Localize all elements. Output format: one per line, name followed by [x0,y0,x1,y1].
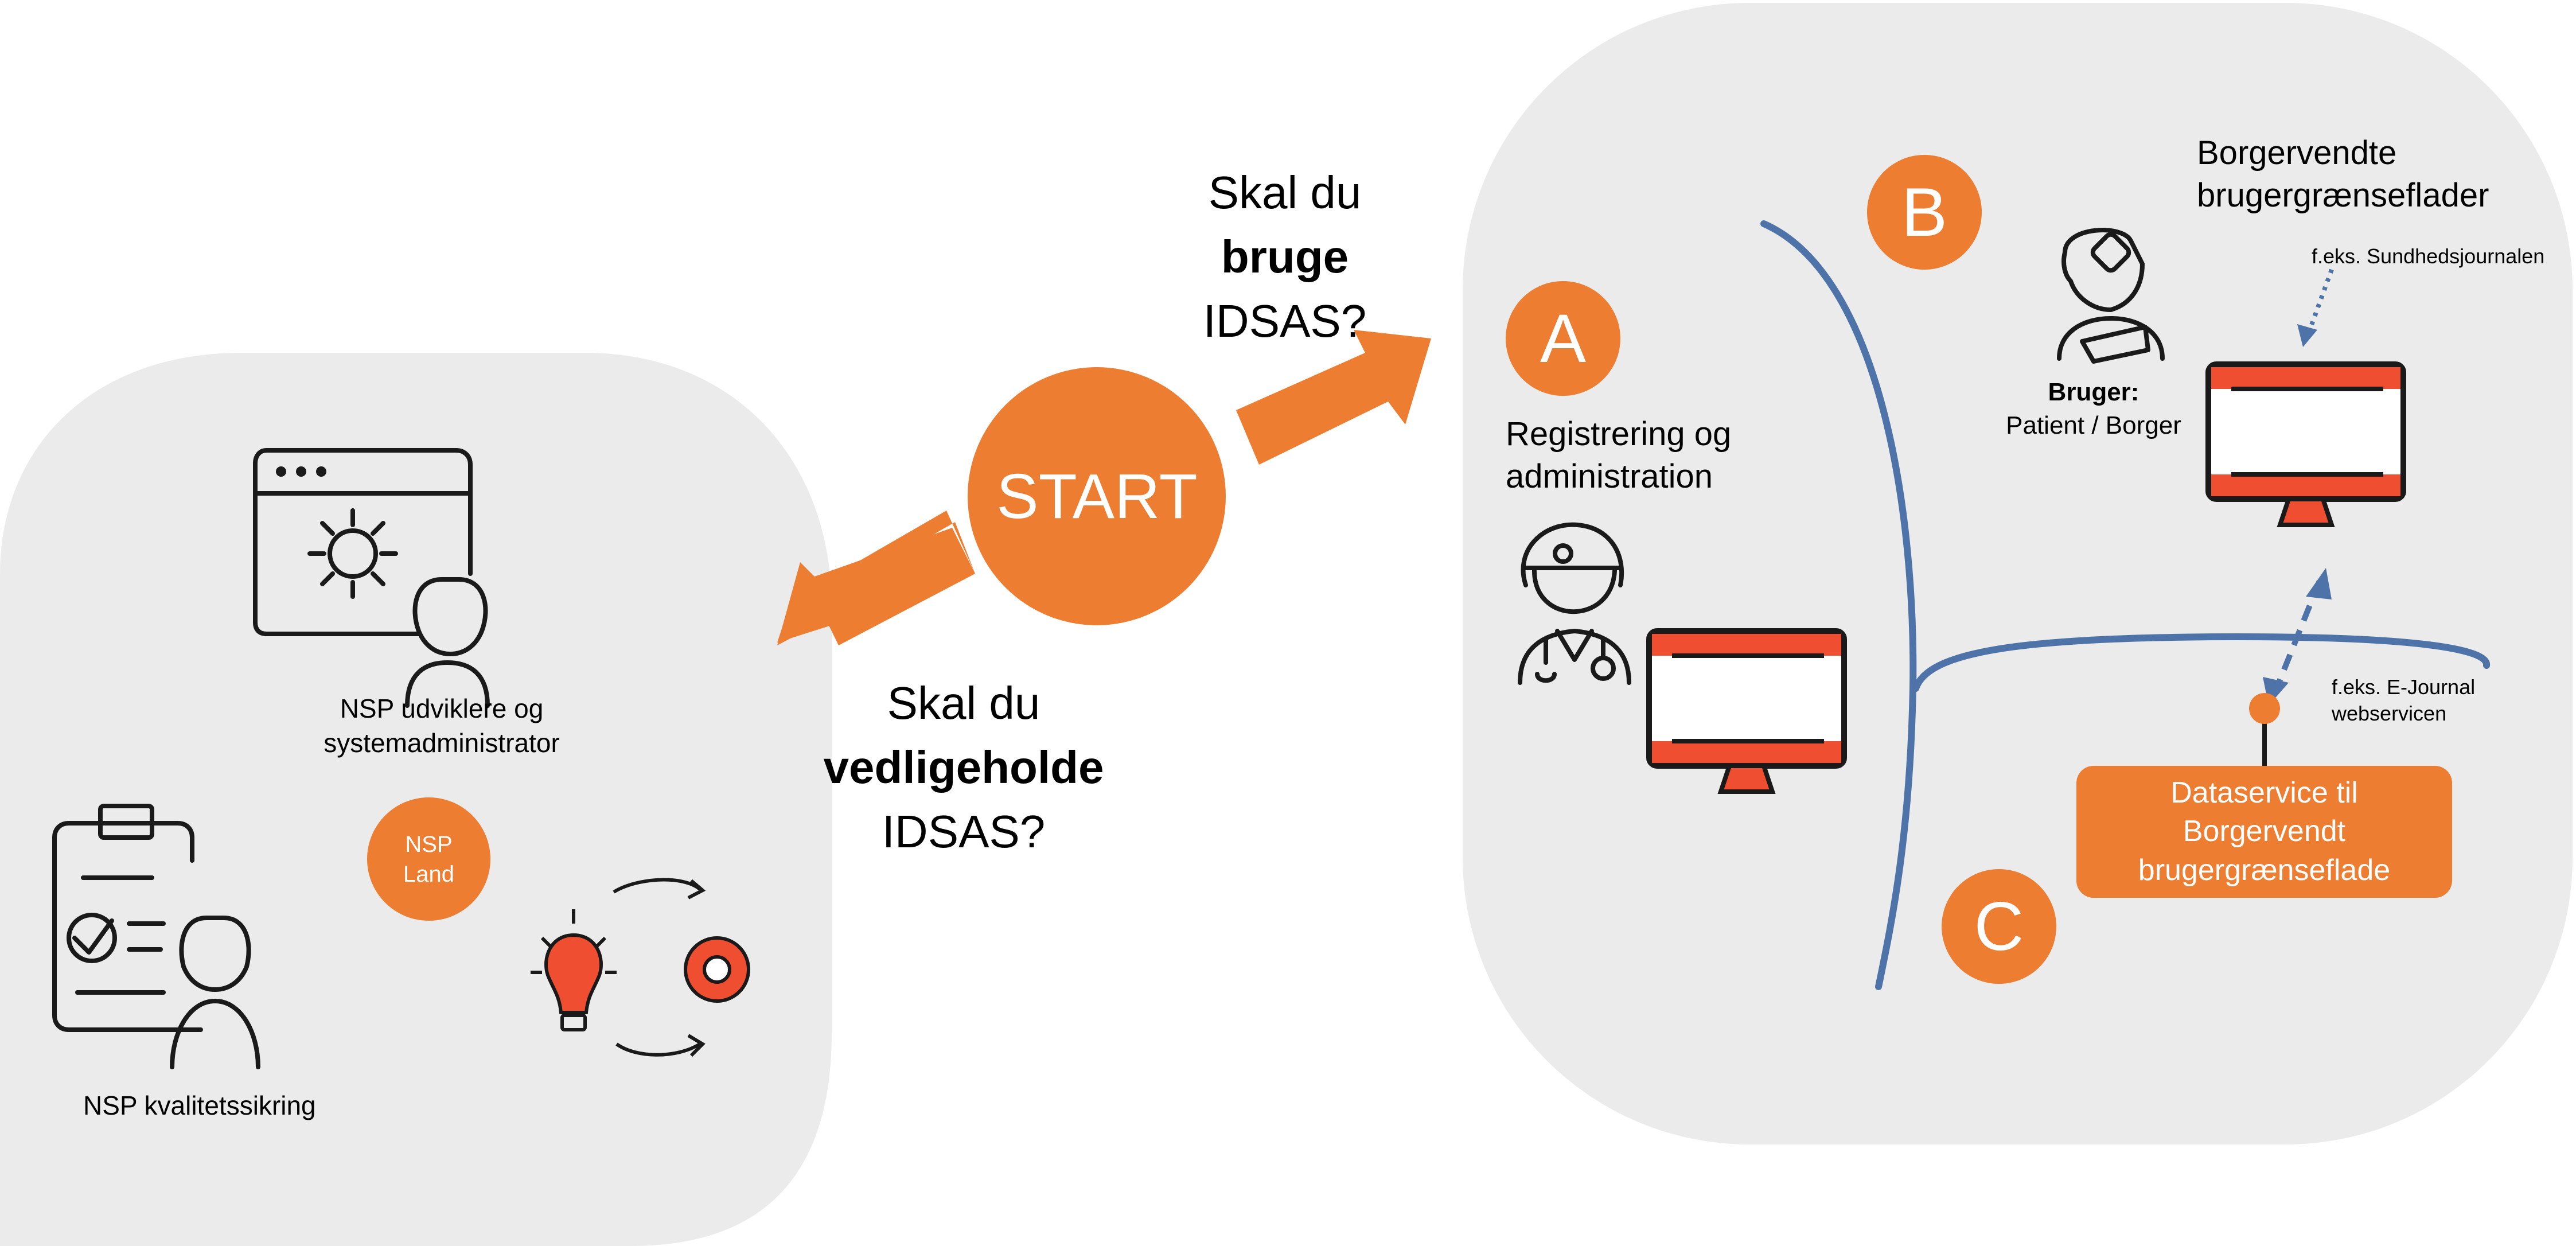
registration-label: Registrering og administration [1506,413,1731,498]
question-maintain-line3: IDSAS? [882,806,1046,857]
registration-line2: administration [1506,458,1713,495]
service-dot [2249,693,2280,724]
lightbulb-gear-cycle-icon [531,878,750,1057]
question-maintain-line2: vedligeholde [823,742,1104,793]
user-role: Patient / Borger [2006,411,2181,439]
question-use-line1: Skal du [1208,167,1362,218]
developers-label: NSP udviklere og systemadministrator [275,691,608,760]
patient-icon [2057,228,2165,364]
citizen-ui-label: Borgervendte brugergrænseflader [2197,132,2489,217]
monitor-icon [1646,628,1847,794]
example-ejournal: f.eks. E-Journal webservicen [2332,674,2475,727]
dataservice-line2: Borgervendt [2183,815,2346,848]
citizen-ui-line1: Borgervendte [2197,134,2397,172]
start-circle [968,367,1226,625]
question-maintain-line1: Skal du [887,677,1040,729]
quality-label: NSP kvalitetssikring [83,1091,316,1120]
arrow-maintain [777,511,975,645]
developers-label-line2: systemadministrator [324,728,560,758]
example-ejournal-line2: webservicen [2332,702,2447,725]
example-ejournal-line1: f.eks. E-Journal [2332,675,2476,699]
developers-label-line1: NSP udviklere og [340,694,544,723]
dataservice-box: Dataservice til Borgervendt brugergrænse… [2076,766,2452,898]
dataservice-line1: Dataservice til [2170,776,2358,809]
clipboard-person-icon [52,804,260,1069]
question-use-line3: IDSAS? [1203,295,1367,346]
browser-gear-person-icon [253,448,490,708]
monitor-icon [2205,361,2406,527]
user-label: Bruger: Patient / Borger [1996,376,2191,442]
start-label: START [996,461,1198,532]
marker-a: A [1506,281,1620,396]
nsp-land-line1: NSP [405,831,453,857]
marker-b: B [1867,155,1982,270]
dataservice-line3: brugergrænseflade [2138,853,2391,887]
marker-c: C [1942,869,2056,984]
nsp-land-line2: Land [403,861,454,887]
nsp-land-badge: NSP Land [367,797,490,921]
divider-line-horizontal [1912,633,2491,692]
dashed-arrowhead-up [2306,568,2332,599]
example-sundhedsjournalen: f.eks. Sundhedsjournalen [2312,244,2545,268]
dotted-arrowhead [2297,324,2317,347]
doctor-icon [1518,522,1631,685]
question-use: Skal du bruge IDSAS? [1170,161,1400,353]
dashed-connector [2271,578,2323,695]
arrow-use [1236,330,1431,465]
question-maintain: Skal du vedligeholde IDSAS? [809,671,1119,864]
question-use-line2: bruge [1221,231,1349,282]
dotted-pointer [2306,268,2334,334]
registration-line1: Registrering og [1506,415,1732,453]
divider-line-vertical [1760,220,1917,990]
citizen-ui-line2: brugergrænseflader [2197,177,2489,214]
user-label-bold: Bruger: [2048,378,2139,406]
